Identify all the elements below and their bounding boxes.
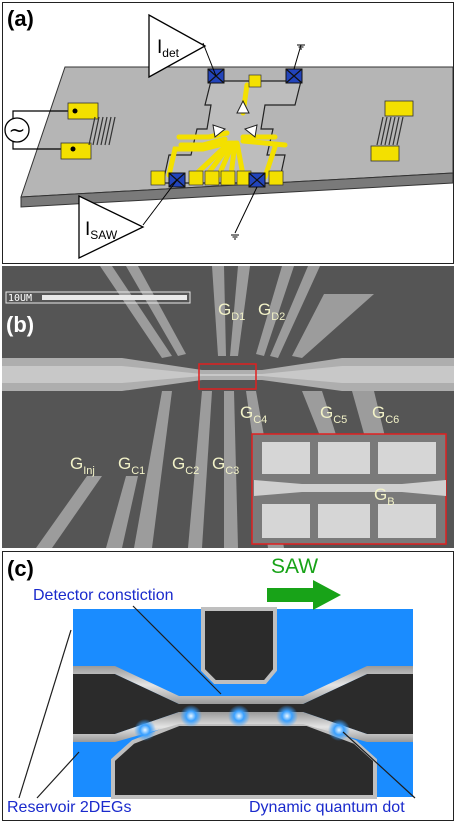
ground-wire xyxy=(294,45,301,69)
idt-right-pad-top xyxy=(385,101,413,116)
detector-label: Detector constiction xyxy=(33,587,174,604)
panel-a-svg: ~ xyxy=(3,3,453,263)
panel-b-sem-image: 10UM GD1 GD2 GC4 GC5 GC6 GInj GC1 GC2 GC… xyxy=(2,266,454,548)
panel-a-device-schematic: ~ xyxy=(2,2,454,264)
reservoir-pointer-top xyxy=(19,630,71,798)
quantum-dot-label: Dynamic quantum dot xyxy=(249,799,405,816)
saw-arrow-icon xyxy=(267,580,341,610)
reservoir-pointer-bottom xyxy=(37,752,79,798)
reservoir-label: Reservoir 2DEGs xyxy=(7,799,131,816)
detector-gate-top xyxy=(203,609,275,682)
scale-bar xyxy=(42,295,187,300)
ac-source-symbol: ~ xyxy=(9,118,26,142)
panel-b-label: (b) xyxy=(6,312,34,337)
panel-b-svg: 10UM GD1 GD2 GC4 GC5 GC6 GInj GC1 GC2 GC… xyxy=(2,266,454,548)
saw-label: SAW xyxy=(271,555,318,578)
idt-left-pad-bottom xyxy=(61,143,91,159)
ground-icon xyxy=(231,235,239,239)
panel-c-label: (c) xyxy=(7,556,34,581)
panel-c-svg: SAW Detector constiction Reservoir 2DEGs… xyxy=(3,552,453,820)
idt-contact-dot xyxy=(71,147,76,152)
idt-contact-dot xyxy=(73,109,78,114)
panel-a-label: (a) xyxy=(7,6,34,31)
scale-bar-label: 10UM xyxy=(8,293,32,304)
panel-c-schematic: SAW Detector constiction Reservoir 2DEGs… xyxy=(2,551,454,821)
idt-right-pad-bottom xyxy=(371,146,399,161)
inset-zoom xyxy=(252,434,446,544)
